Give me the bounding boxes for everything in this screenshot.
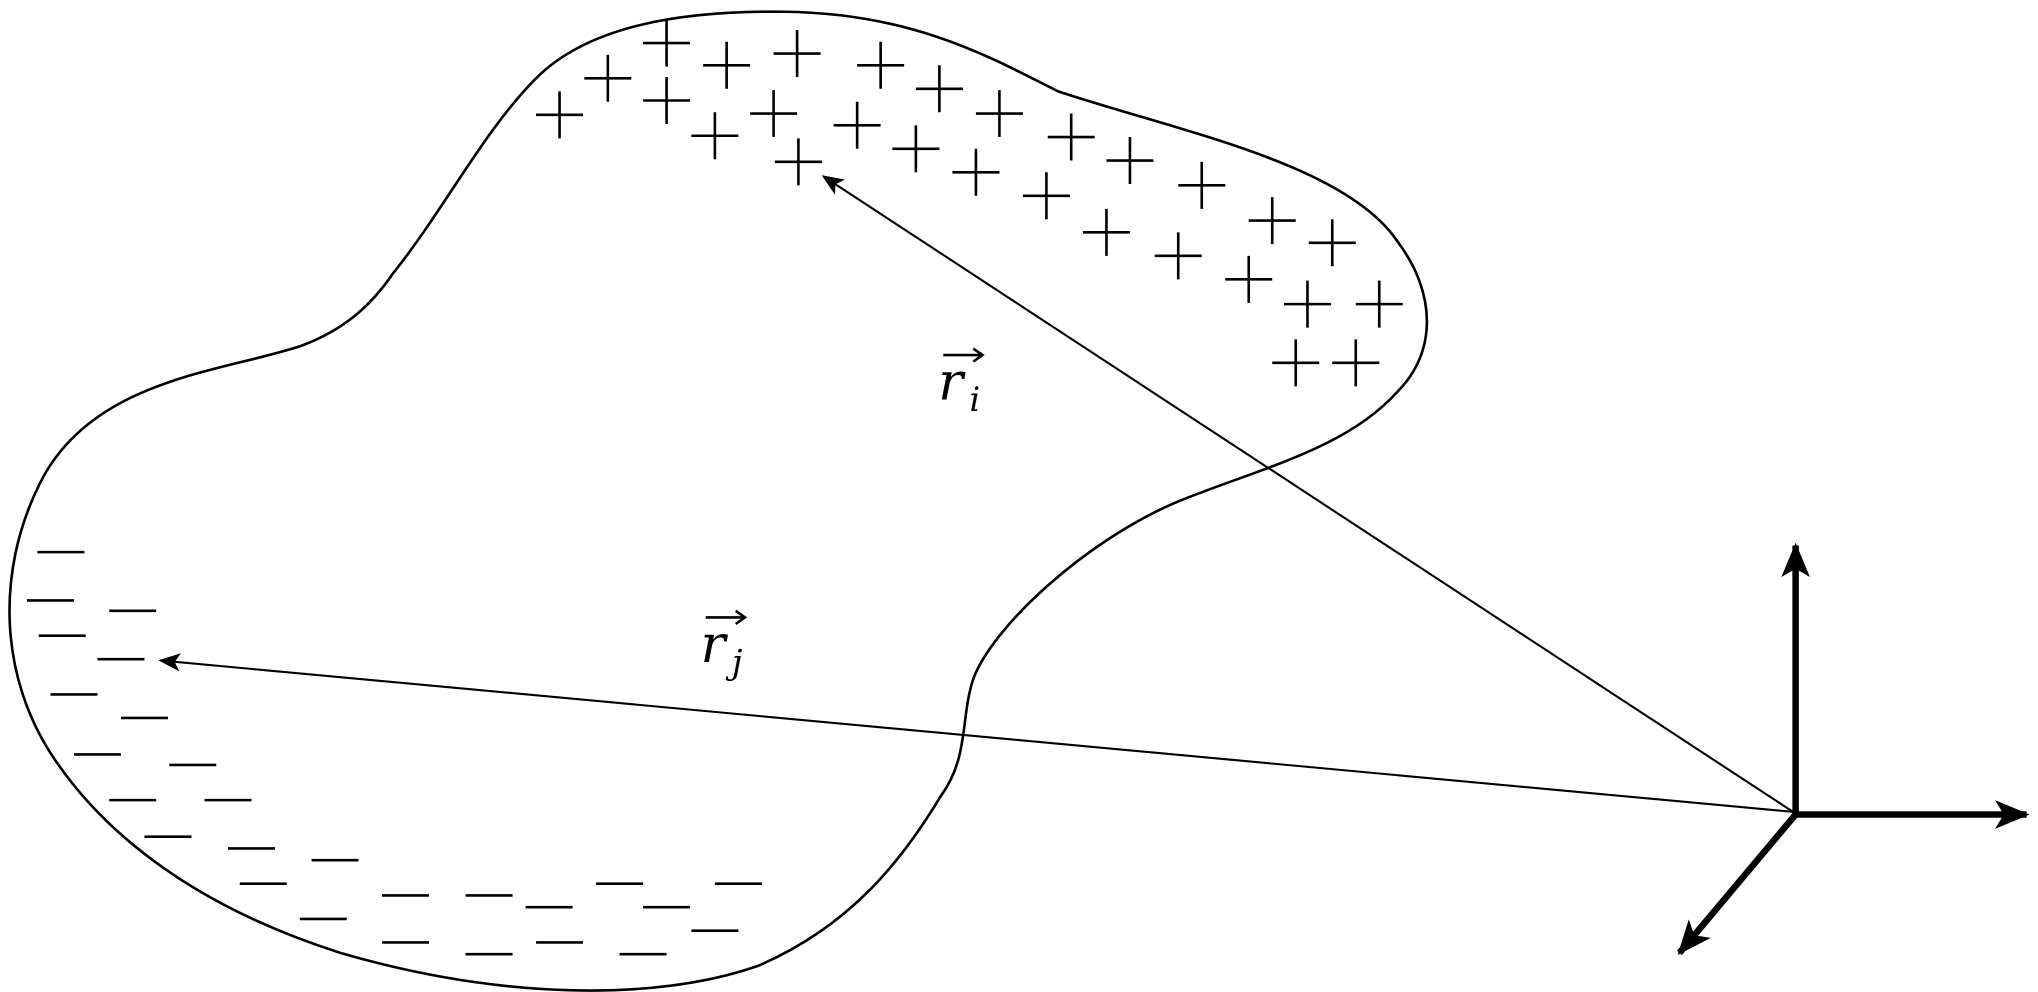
label-rj-sub: j [725, 644, 743, 683]
label-ri-sub: i [969, 381, 980, 420]
positive-charge-mark [915, 65, 963, 113]
label-rj: r j [701, 609, 748, 683]
position-vector-rj [158, 653, 1794, 813]
negative-charges [26, 550, 762, 956]
positive-charge-mark [691, 112, 739, 160]
positive-charge-mark [643, 19, 691, 67]
positive-charge-mark [1154, 232, 1202, 280]
positive-charge-mark [857, 41, 905, 89]
positive-charge-mark [1022, 172, 1070, 220]
label-ri-main: r [938, 352, 966, 412]
axis-x [1676, 812, 1799, 956]
positive-charge-mark [1082, 208, 1130, 256]
positive-charge-mark [1272, 339, 1320, 387]
coordinate-axes [1676, 542, 2030, 956]
positive-charge-mark [833, 101, 881, 149]
body-outline [8, 10, 1429, 992]
positive-charge-mark [773, 30, 821, 78]
positive-charge-mark [1047, 113, 1095, 161]
positive-charge-mark [892, 125, 940, 173]
positive-charge-mark [975, 90, 1023, 138]
vector-arrowhead-icon [734, 609, 748, 625]
positive-charge-mark [952, 148, 1000, 196]
vector-arrowhead-icon [972, 347, 985, 363]
label-ri: r i [938, 347, 985, 420]
positive-charge-mark [1308, 219, 1356, 267]
positive-charge-mark [1178, 161, 1226, 209]
positive-charge-mark [643, 77, 691, 124]
positive-charge-mark [774, 138, 822, 186]
positive-charge-mark [1225, 255, 1273, 303]
positive-charge-mark [584, 54, 632, 102]
positive-charge-mark [1332, 339, 1380, 387]
positive-charge-mark [750, 90, 798, 138]
position-vector-ri [821, 175, 1794, 813]
positive-charge-mark [1248, 197, 1296, 245]
label-rj-main: r [701, 615, 729, 675]
positive-charges [536, 19, 1403, 387]
positive-charge-mark [1283, 280, 1331, 328]
positive-charge-mark [1355, 280, 1403, 328]
positive-charge-mark [536, 91, 584, 139]
positive-charge-mark [1106, 137, 1154, 185]
positive-charge-mark [703, 41, 751, 89]
